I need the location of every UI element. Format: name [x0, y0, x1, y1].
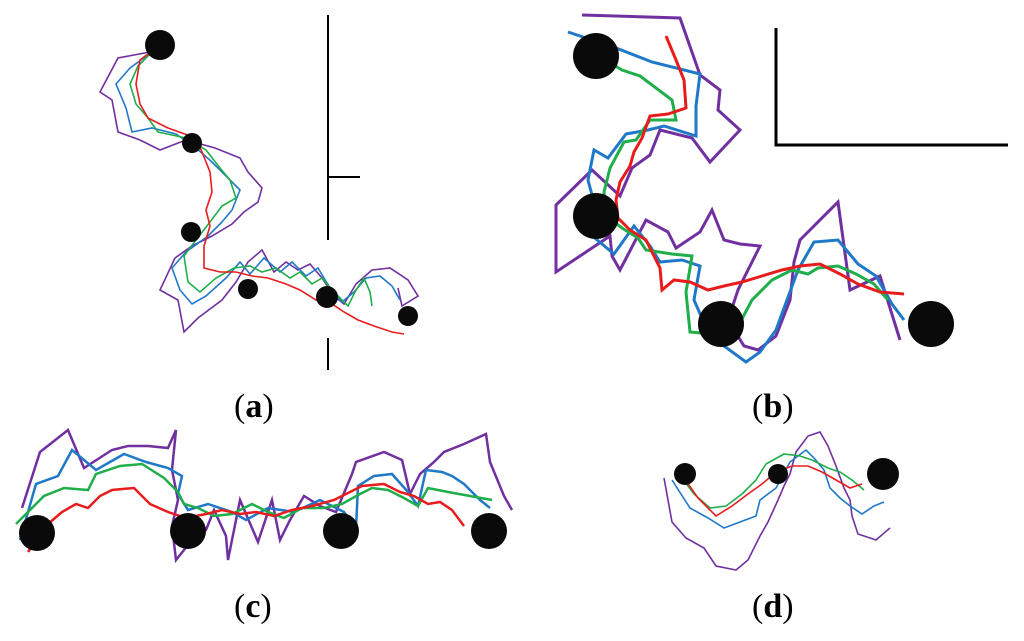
node-d-3 [867, 458, 899, 490]
trajectory-green-a [129, 51, 373, 308]
panel-d [663, 431, 899, 571]
panel-label-d: (d) [752, 588, 794, 625]
panel-c [15, 428, 514, 564]
panel-label-c-text: c [245, 588, 261, 625]
node-b-4 [908, 301, 954, 347]
trajectory-green-c [15, 462, 493, 525]
panel-a [98, 15, 420, 370]
panel-label-b-text: b [763, 388, 783, 425]
node-a-6 [398, 306, 418, 326]
node-c-4 [471, 513, 507, 549]
node-d-2 [768, 464, 788, 484]
node-c-3 [323, 513, 359, 549]
node-b-2 [573, 193, 619, 239]
node-c-2 [170, 513, 206, 549]
trajectory-purple-d [663, 431, 891, 571]
trajectory-red-c [26, 482, 465, 553]
node-a-2 [182, 133, 202, 153]
panel-label-d-text: d [763, 588, 783, 625]
trajectory-purple-b [554, 13, 902, 352]
panel-label-a: (a) [234, 388, 274, 425]
trajectory-green-b [601, 56, 890, 336]
panel-label-a-text: a [245, 388, 263, 425]
node-a-5 [316, 286, 338, 308]
trajectory-red-b [614, 35, 905, 296]
node-b-3 [698, 301, 744, 347]
node-a-3 [181, 222, 201, 242]
trajectory-blue-c [18, 448, 491, 541]
trajectory-green-d [681, 453, 865, 509]
trajectory-purple-a [98, 51, 420, 334]
node-a-1 [145, 30, 175, 60]
panel-label-c: (c) [234, 588, 272, 625]
node-c-1 [19, 515, 55, 551]
node-b-1 [573, 33, 619, 79]
panel-label-b: (b) [752, 388, 794, 425]
panel-b [554, 13, 1008, 364]
trajectory-purple-c [20, 428, 514, 564]
scale-bar-b [774, 28, 1008, 147]
node-a-4 [238, 279, 258, 299]
node-d-1 [674, 463, 696, 485]
trajectory-red-a [135, 47, 405, 335]
